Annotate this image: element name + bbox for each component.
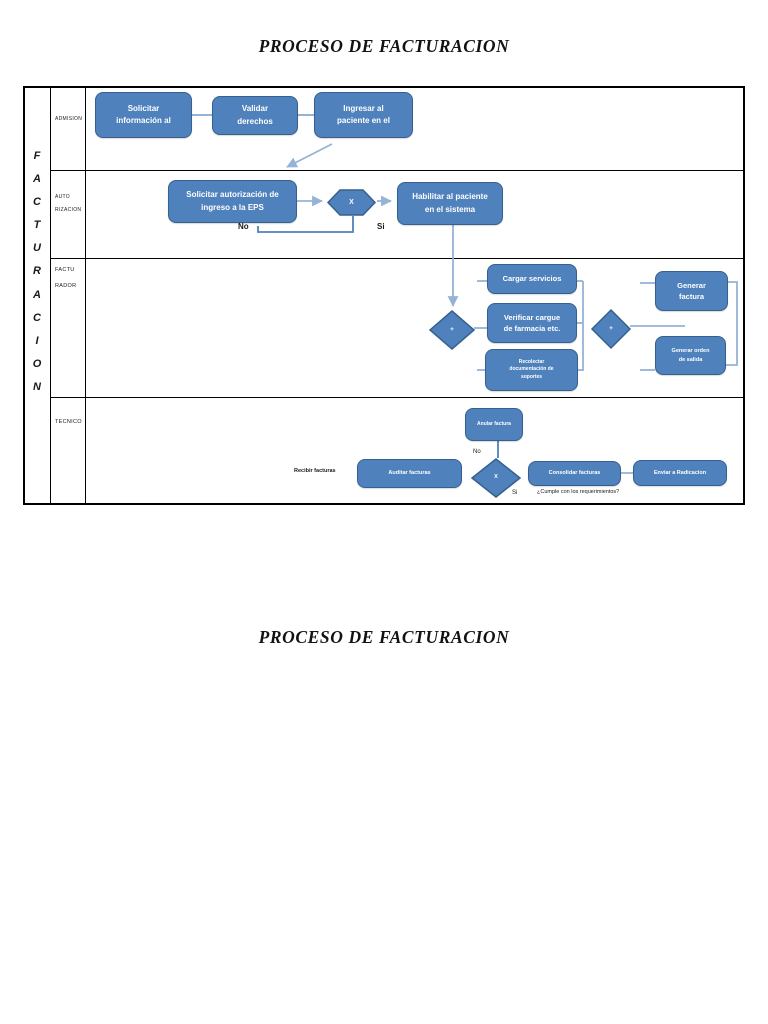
page-title: PROCESO DE FACTURACION	[258, 36, 510, 56]
vertical-letter: R	[33, 265, 41, 278]
node-habilitar-paciente: Habilitar al paciente en el sistema	[397, 182, 503, 225]
vertical-letter: F	[33, 150, 41, 162]
node-solicitar-autorizacion: Solicitar autorización de ingreso a la E…	[168, 180, 297, 223]
lane-label-factu: FACTU	[55, 267, 75, 273]
node-cargar-servicios: Cargar servicios	[487, 264, 577, 294]
vertical-letter: C	[33, 311, 41, 324]
label-recibir-facturas: Recibir facturas	[294, 468, 336, 474]
node-recolectar-documentacion: Recolectar documentación de soportes	[485, 349, 578, 391]
vertical-letter: N	[33, 380, 41, 393]
diamond-merge-2-label: +	[609, 324, 613, 332]
frame-vline-labels	[85, 86, 86, 505]
lane-divider-1	[50, 170, 745, 171]
vertical-letter: O	[32, 357, 42, 370]
lane-label-tecnico: TECNICO	[55, 419, 82, 425]
hexagon-decision-label: X	[349, 199, 354, 206]
lane-label-rizacion: RIZACION	[55, 207, 82, 213]
vertical-letter: U	[33, 242, 41, 255]
node-solicitar-informacion: Solicitar información al	[95, 92, 192, 138]
node-validar-derechos: Validar derechos	[212, 96, 298, 135]
vertical-letter: A	[33, 288, 41, 301]
lane-label-admision: ADMISION	[55, 116, 83, 122]
node-generar-orden: Generar orden de salida	[655, 336, 726, 375]
node-verificar-cargue: Verificar cargue de farmacia etc.	[487, 303, 577, 343]
node-enviar-radicacion: Enviar a Radicacion	[633, 460, 727, 486]
swimlane-frame	[23, 86, 745, 505]
label-cumple-requerimientos: ¿Cumple con los requerimientos?	[537, 489, 620, 495]
label-si-autorizacion: Si	[377, 222, 385, 231]
node-ingresar-paciente: Ingresar al paciente en el	[314, 92, 413, 138]
node-anular-factura: Anular factura	[465, 408, 523, 441]
node-consolidar-facturas: Consolidar facturas	[528, 461, 621, 486]
lane-label-rador: RADOR	[55, 283, 77, 289]
vertical-letter: A	[33, 173, 41, 186]
lane-divider-3	[50, 397, 745, 398]
page-title-bottom: PROCESO DE FACTURACION	[258, 627, 510, 647]
label-si-tecnico: Si	[512, 490, 518, 496]
vertical-letter: C	[33, 196, 41, 209]
vertical-title-facturacion: F A C T U R A C I O N	[24, 151, 50, 393]
label-no-tecnico: No	[473, 449, 481, 455]
frame-vline-letters	[50, 86, 51, 505]
vertical-letter: T	[33, 219, 41, 232]
label-no-autorizacion: No	[238, 222, 249, 231]
lane-divider-2	[50, 258, 745, 259]
lane-label-auto: AUTO	[55, 194, 70, 200]
diamond-merge-1-label: +	[450, 325, 454, 333]
diamond-decision-tecnico-label: X	[494, 474, 498, 481]
vertical-letter: I	[35, 334, 39, 347]
node-auditar-facturas: Auditar facturas	[357, 459, 462, 488]
node-generar-factura: Generar factura	[655, 271, 728, 311]
